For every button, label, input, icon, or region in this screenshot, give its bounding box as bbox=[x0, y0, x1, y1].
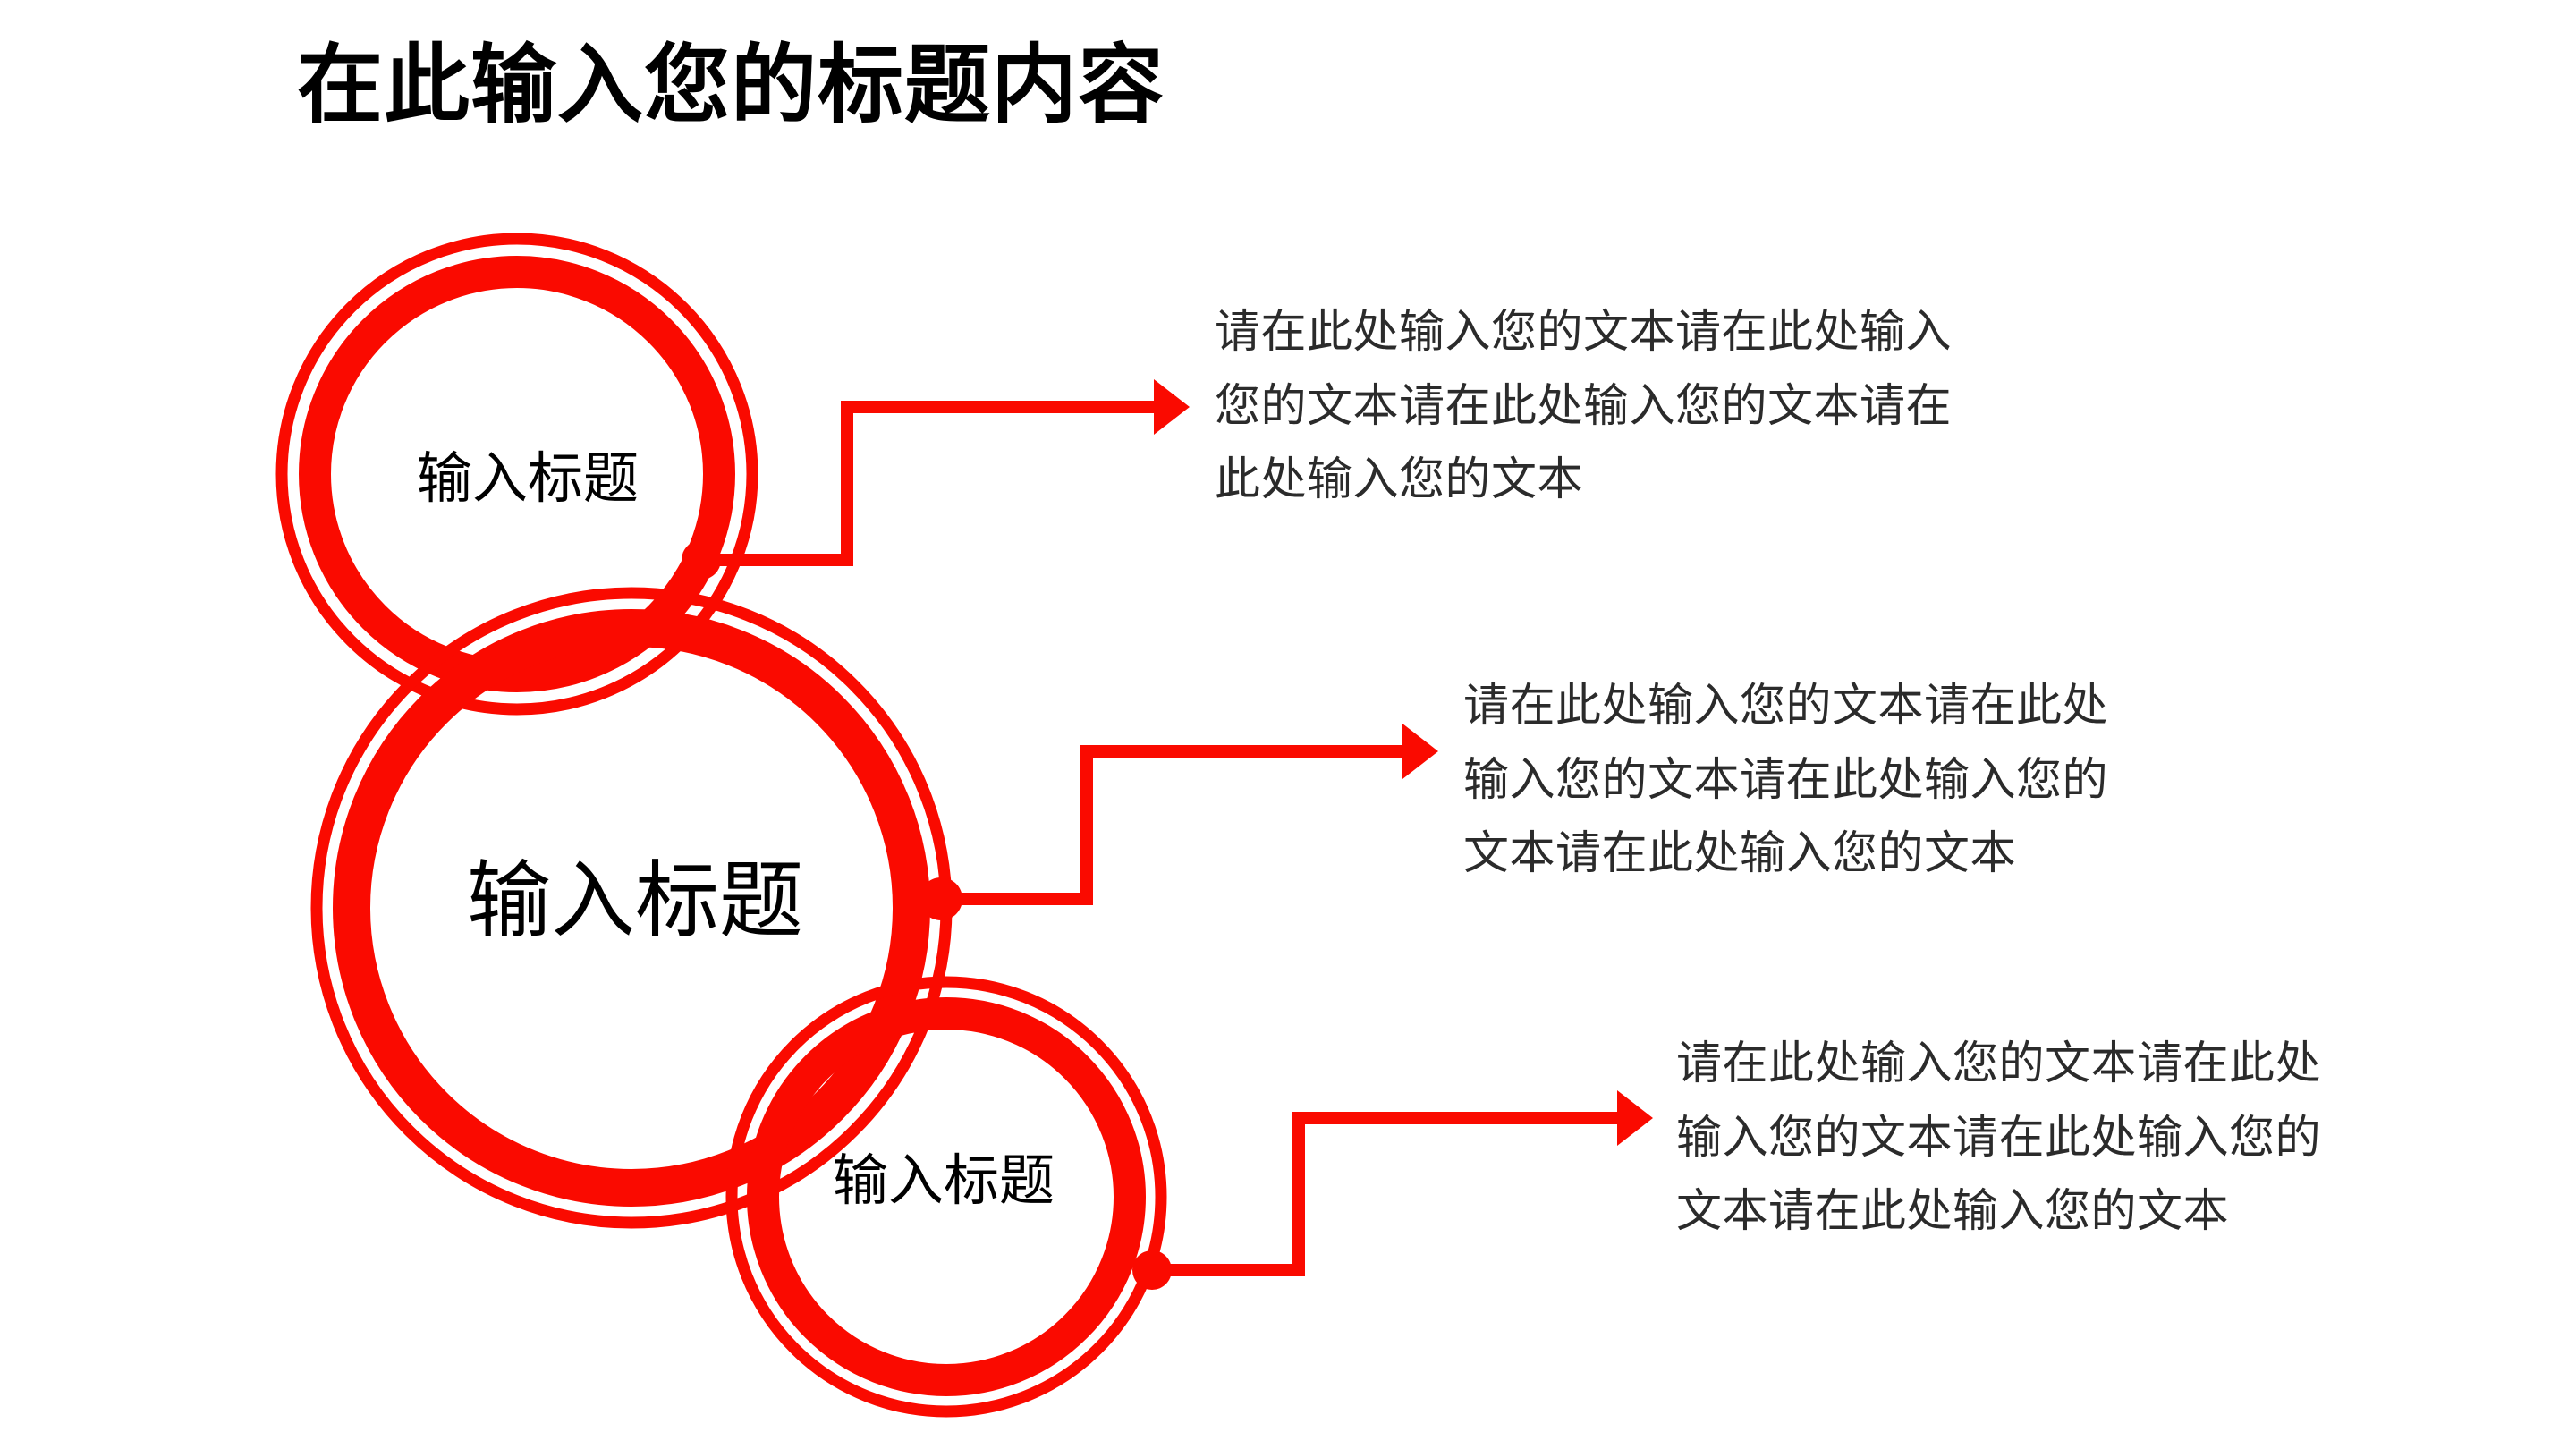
circle-1-main-ring bbox=[299, 256, 735, 692]
text-block-1-line-1: 请在此处输入您的文本请在此处输入 bbox=[1215, 306, 1953, 357]
circle-2-main-ring bbox=[333, 609, 930, 1207]
circle-2-label: 输入标题 bbox=[466, 853, 803, 947]
text-block-1-line-2: 您的文本请在此处输入您的文本请在 bbox=[1215, 379, 1953, 431]
text-block-3-line-2: 输入您的文本请在此处输入您的 bbox=[1676, 1111, 2322, 1163]
connector-1-line bbox=[701, 401, 1163, 566]
connector-3-arrowhead bbox=[1617, 1090, 1653, 1146]
connector-3-anchor-dot bbox=[1132, 1250, 1172, 1290]
circle-3-label: 输入标题 bbox=[832, 1150, 1055, 1212]
text-block-1: 请在此处输入您的文本请在此处输入 您的文本请在此处输入您的文本请在 此处输入您的… bbox=[1215, 295, 2073, 517]
connector-3-line bbox=[1152, 1112, 1626, 1276]
page-title: 在此输入您的标题内容 bbox=[297, 38, 1165, 133]
connector-3 bbox=[1132, 1090, 1653, 1290]
text-block-2: 请在此处输入您的文本请在此处 输入您的文本请在此处输入您的 文本请在此处输入您的… bbox=[1463, 669, 2268, 891]
circle-3-main-ring bbox=[747, 997, 1146, 1396]
text-block-2-line-2: 输入您的文本请在此处输入您的 bbox=[1463, 753, 2109, 805]
text-block-3-line-3: 文本请在此处输入您的文本 bbox=[1676, 1185, 2230, 1237]
connector-1-arrowhead bbox=[1154, 379, 1190, 435]
connector-1-anchor-dot bbox=[682, 540, 721, 580]
circle-1-outer-thin-ring bbox=[275, 233, 758, 716]
circle-3-rings bbox=[725, 976, 1167, 1418]
text-block-3: 请在此处输入您的文本请在此处 输入您的文本请在此处输入您的 文本请在此处输入您的… bbox=[1676, 1027, 2481, 1249]
text-block-2-line-1: 请在此处输入您的文本请在此处 bbox=[1463, 680, 2109, 731]
text-block-2-line-3: 文本请在此处输入您的文本 bbox=[1463, 827, 2017, 879]
text-block-3-line-1: 请在此处输入您的文本请在此处 bbox=[1676, 1038, 2322, 1089]
circle-1-rings bbox=[275, 233, 758, 716]
connector-2-anchor-dot bbox=[919, 877, 962, 920]
circle-3-outer-thin-ring bbox=[725, 976, 1167, 1418]
connector-1 bbox=[682, 379, 1190, 580]
connector-2-line bbox=[941, 745, 1411, 905]
text-block-1-line-3: 此处输入您的文本 bbox=[1215, 453, 1584, 505]
connector-2-arrowhead bbox=[1402, 724, 1438, 779]
circle-1-label: 输入标题 bbox=[416, 448, 639, 510]
connector-2 bbox=[919, 724, 1438, 920]
